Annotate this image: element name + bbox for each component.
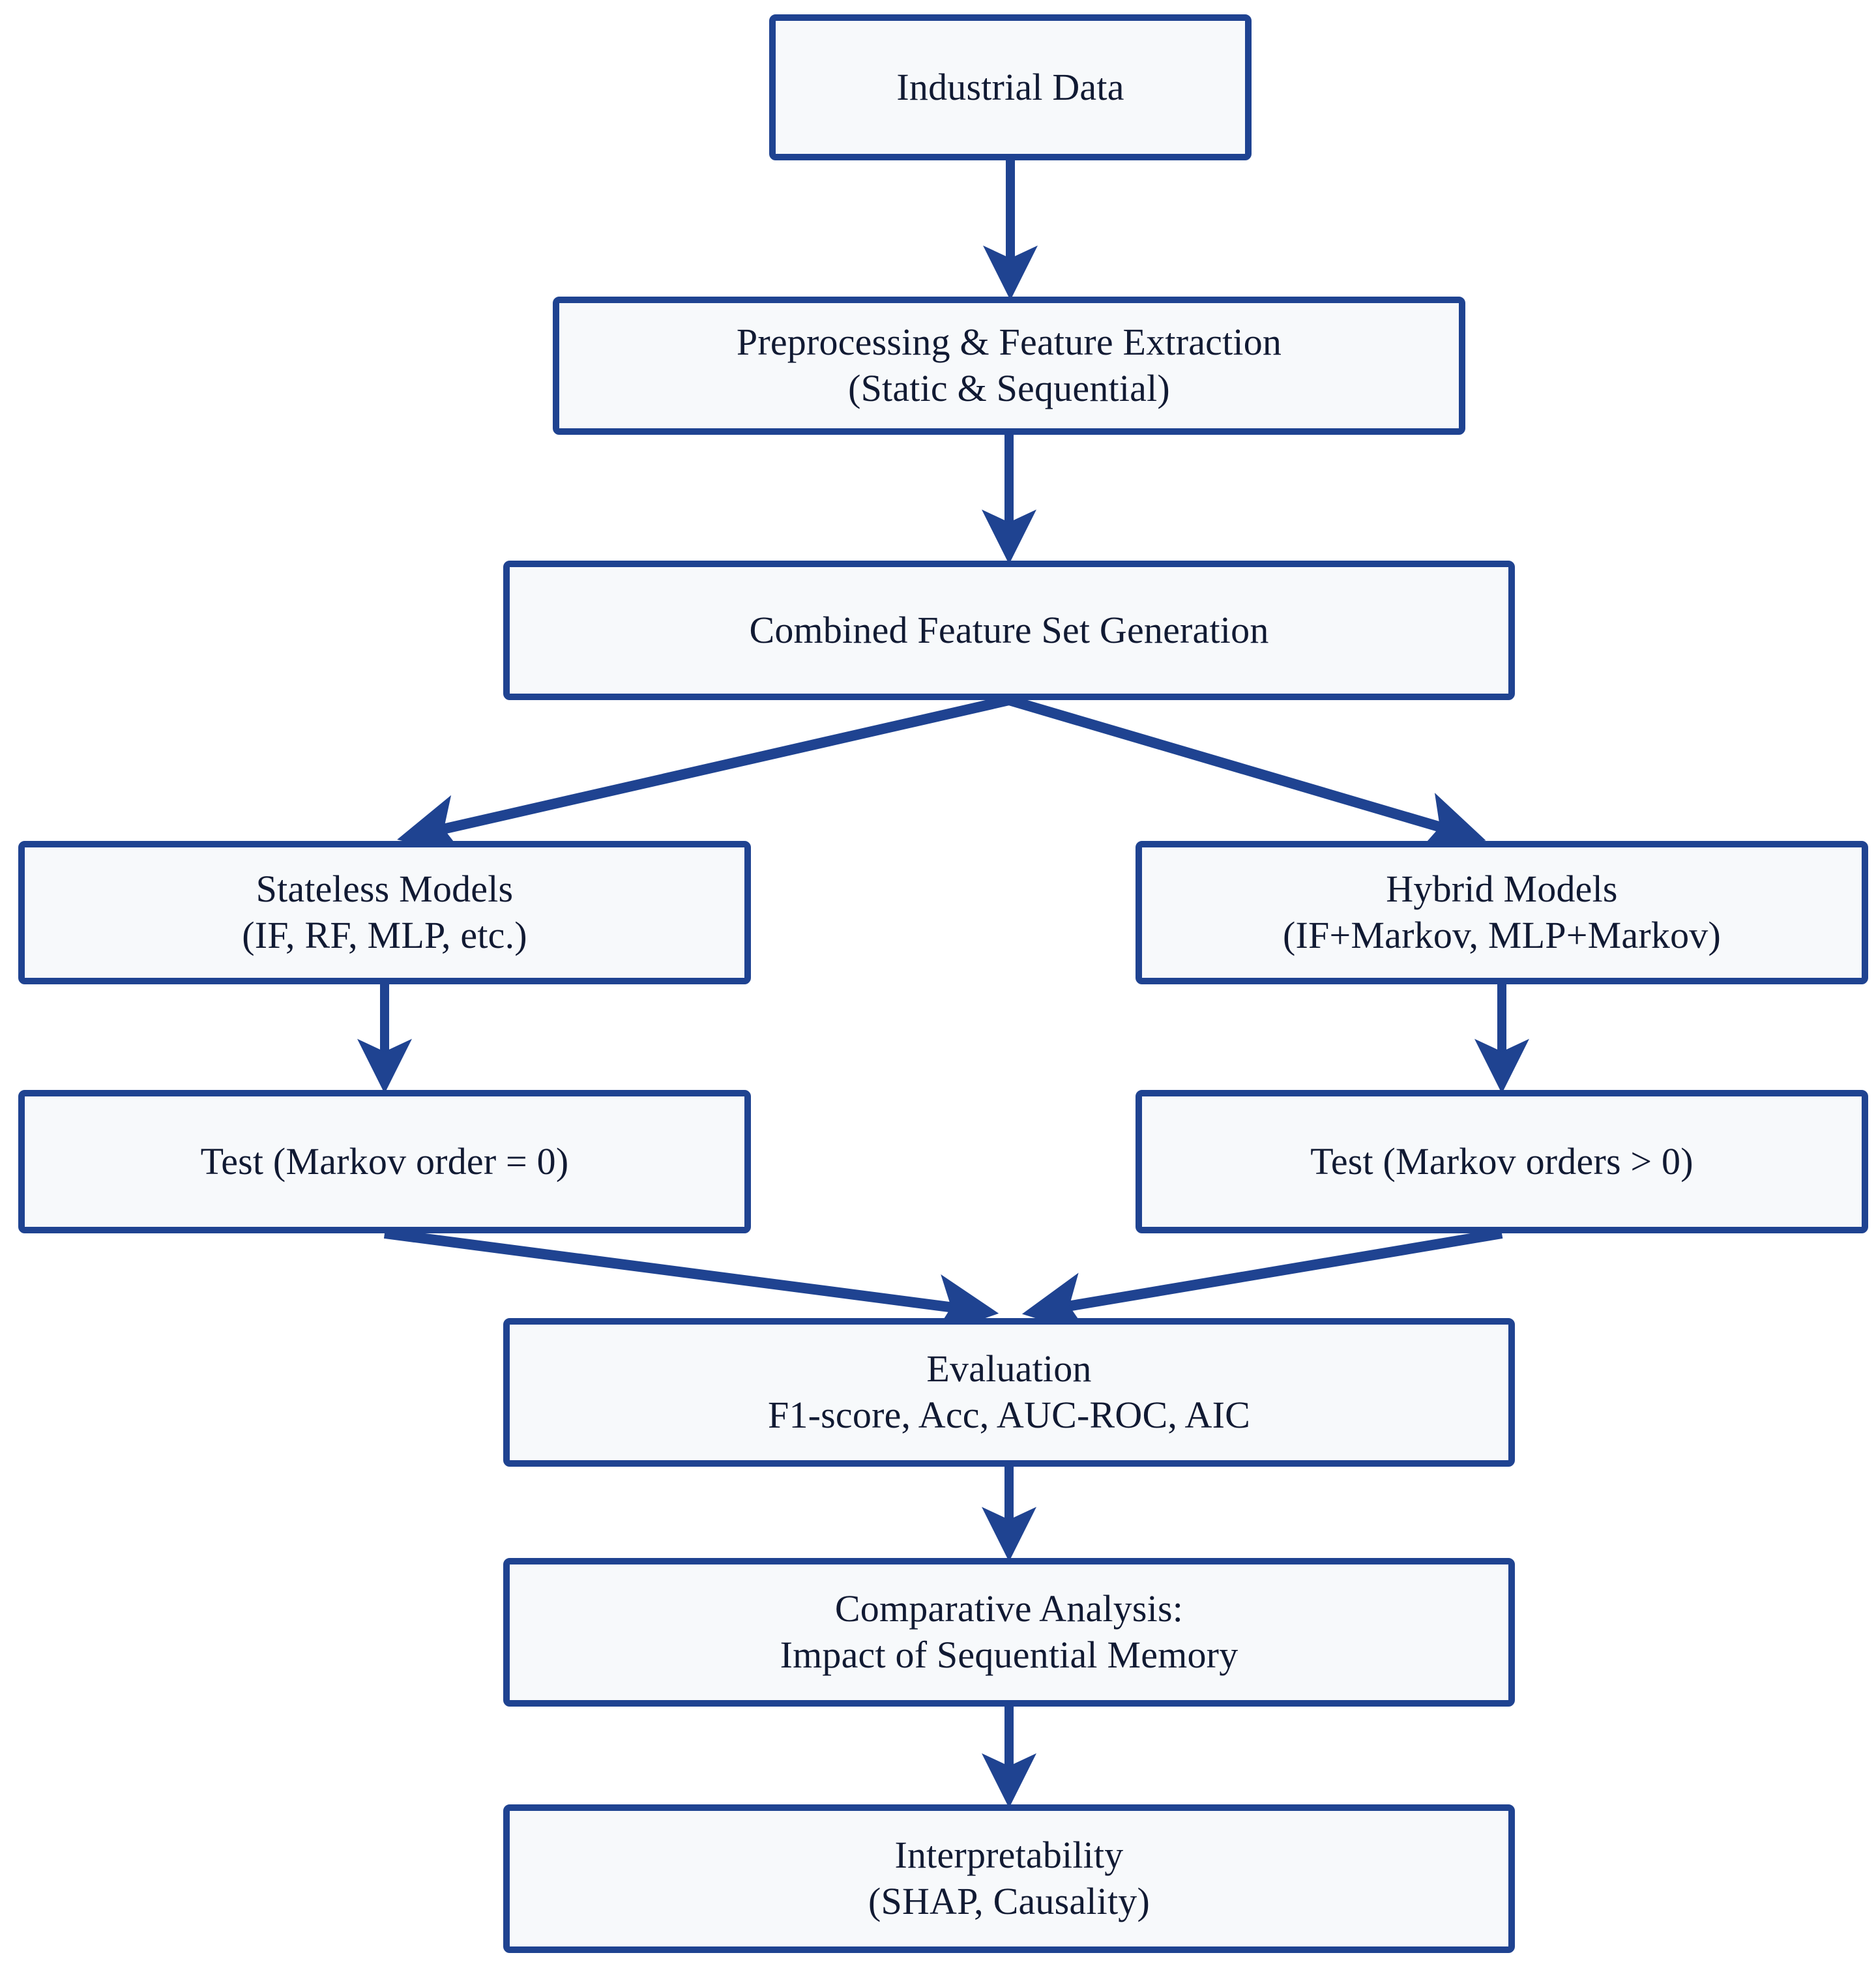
node-comparative-analysis[interactable]: Comparative Analysis: Impact of Sequenti… — [503, 1558, 1515, 1707]
node-label: Combined Feature Set Generation — [749, 608, 1269, 651]
edge-combined-to-stateless — [397, 695, 1010, 857]
node-label: Stateless Models (IF, RF, MLP, etc.) — [242, 868, 527, 956]
node-combined-feature-set-generation[interactable]: Combined Feature Set Generation — [503, 561, 1515, 700]
node-label: Interpretability (SHAP, Causality) — [868, 1834, 1150, 1922]
node-interpretability[interactable]: Interpretability (SHAP, Causality) — [503, 1804, 1515, 1953]
node-preprocessing-feature-extraction[interactable]: Preprocessing & Feature Extraction (Stat… — [553, 297, 1465, 435]
node-test-markov-orders-positive[interactable]: Test (Markov orders > 0) — [1136, 1090, 1868, 1233]
node-stateless-models[interactable]: Stateless Models (IF, RF, MLP, etc.) — [18, 841, 751, 984]
edge-testn-to-evaluation — [1021, 1228, 1503, 1335]
node-label: Evaluation F1-score, Acc, AUC-ROC, AIC — [767, 1347, 1251, 1436]
node-label: Industrial Data — [896, 65, 1124, 108]
node-evaluation[interactable]: Evaluation F1-score, Acc, AUC-ROC, AIC — [503, 1318, 1515, 1467]
node-label: Hybrid Models (IF+Markov, MLP+Markov) — [1283, 868, 1721, 956]
node-label: Test (Markov order = 0) — [200, 1139, 569, 1182]
node-hybrid-models[interactable]: Hybrid Models (IF+Markov, MLP+Markov) — [1136, 841, 1868, 984]
node-test-markov-order-zero[interactable]: Test (Markov order = 0) — [18, 1090, 751, 1233]
node-label: Preprocessing & Feature Extraction (Stat… — [736, 321, 1282, 409]
node-label: Test (Markov orders > 0) — [1310, 1139, 1693, 1182]
node-industrial-data[interactable]: Industrial Data — [769, 14, 1252, 160]
edge-combined-to-hybrid — [1007, 695, 1486, 853]
edge-test0-to-evaluation — [383, 1228, 999, 1337]
node-label: Comparative Analysis: Impact of Sequenti… — [780, 1587, 1238, 1676]
